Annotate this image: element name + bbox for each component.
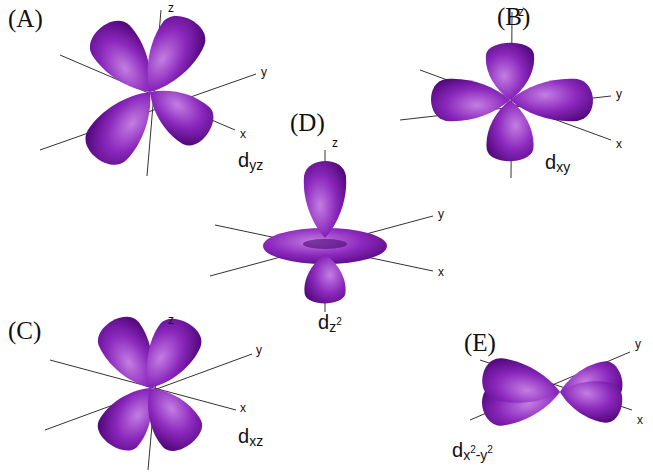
- axes: [210, 150, 433, 312]
- orbital-name: d: [452, 440, 463, 460]
- orbital-superscript: 2: [336, 317, 342, 327]
- axis-label: y: [256, 344, 262, 356]
- axes: [40, 10, 256, 176]
- axis-label: x: [240, 128, 246, 140]
- panel-letter: (C): [8, 318, 41, 343]
- orbital-name: d: [238, 150, 249, 170]
- orbital-name: d: [545, 152, 556, 172]
- axis-label: x: [438, 266, 444, 278]
- orbital-name: d: [318, 312, 329, 332]
- axes: [400, 12, 611, 178]
- orbital-subscript: x: [463, 448, 470, 462]
- axis-label: x: [637, 414, 643, 426]
- axis-label: y: [616, 88, 622, 100]
- axis-label: y: [438, 208, 444, 220]
- panel-letter: (A): [8, 6, 43, 31]
- panel-letter: (B): [497, 4, 530, 29]
- panel-letter: (E): [464, 330, 496, 355]
- orbital-subscript: yz: [249, 158, 263, 172]
- axis-label: z: [168, 314, 174, 326]
- orbital-subscript: z: [329, 320, 336, 334]
- axis-label: z: [168, 2, 174, 14]
- orbital-lobes: [431, 43, 593, 162]
- orbital-subscript: xz: [249, 434, 263, 448]
- orbital-lobes: [263, 161, 387, 303]
- panel-letter: (D): [290, 110, 325, 135]
- orbital-superscript: 2: [470, 445, 476, 455]
- axis-label: x: [616, 138, 622, 150]
- orbital-subscript: xy: [556, 160, 570, 174]
- orbital-subscript: -y: [476, 448, 488, 462]
- orbital-lobes: [77, 8, 221, 173]
- orbital-superscript: 2: [487, 445, 493, 455]
- axis-label: y: [635, 338, 641, 350]
- axis-label: z: [332, 137, 338, 149]
- orbital-lobes: [478, 355, 626, 429]
- orbital-name: d: [238, 426, 249, 446]
- orbital-lobes: [91, 310, 209, 459]
- axis-label: z: [518, 6, 524, 18]
- axis-label: x: [240, 402, 246, 414]
- axis-label: y: [261, 66, 267, 78]
